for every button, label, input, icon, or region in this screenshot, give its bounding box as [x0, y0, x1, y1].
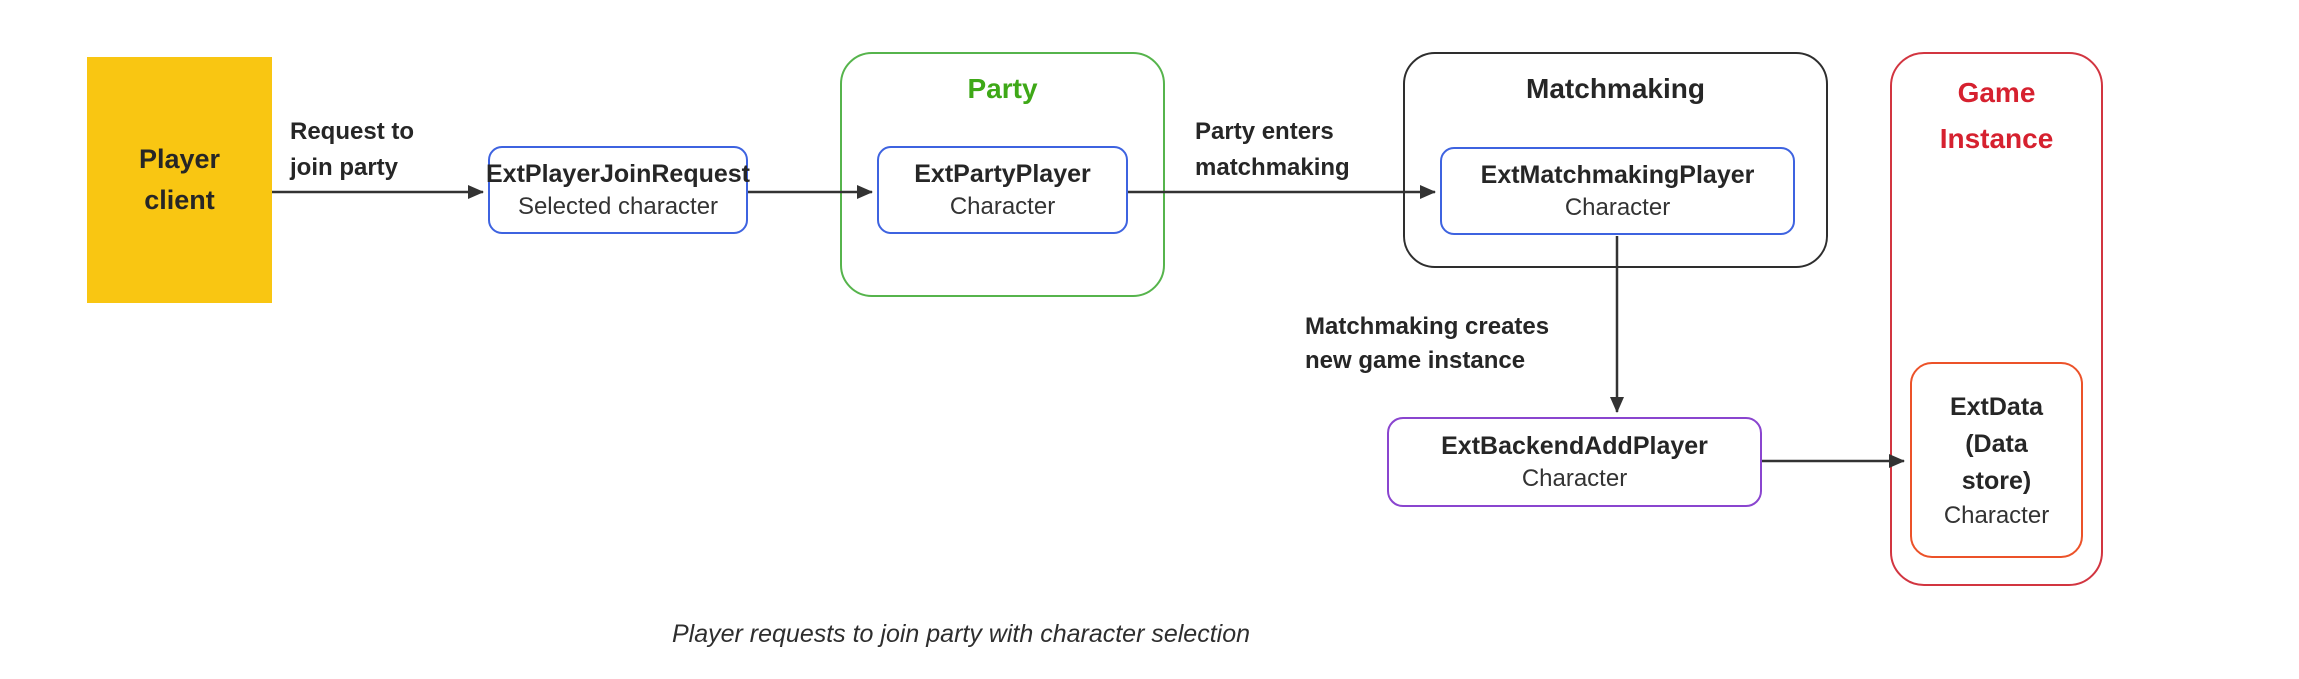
party-enters-line2: matchmaking — [1195, 154, 1350, 181]
ext-party-player-title: ExtPartyPlayer — [914, 160, 1091, 188]
ext-backend-add-player-title: ExtBackendAddPlayer — [1441, 432, 1708, 460]
ext-data-line2: (Data — [1965, 429, 2028, 458]
ext-backend-add-player-subtitle: Character — [1521, 465, 1628, 492]
edge-label-request-to-join: Request to join party — [290, 114, 414, 186]
game-instance-title-line2: Instance — [1939, 123, 2054, 154]
ext-data-line1: ExtData — [1949, 392, 2044, 421]
edge-label-party-enters-matchmaking: Party enters matchmaking — [1195, 114, 1350, 186]
party-container-title: Party — [967, 73, 1038, 104]
party-enters-line1: Party enters — [1195, 118, 1334, 145]
ext-matchmaking-player-title: ExtMatchmakingPlayer — [1480, 161, 1755, 189]
matchmaking-container-title: Matchmaking — [1526, 73, 1705, 104]
node-ext-player-join-request: ExtPlayerJoinRequest Selected character — [486, 146, 750, 234]
player-client-line1: Player — [138, 144, 221, 174]
matchmaking-creates-line1: Matchmaking creates — [1305, 313, 1550, 340]
edge-label-matchmaking-creates: Matchmaking creates new game instance — [1305, 310, 1549, 378]
node-ext-data: ExtData (Data store) Character — [1910, 362, 2083, 558]
ext-player-join-request-subtitle: Selected character — [517, 193, 719, 220]
ext-party-player-subtitle: Character — [949, 193, 1056, 220]
player-client-line2: client — [144, 185, 215, 215]
node-player-client: Player client — [87, 57, 272, 303]
matchmaking-container: Matchmaking — [1403, 52, 1828, 268]
party-container: Party — [840, 52, 1165, 297]
game-instance-title-line1: Game — [1957, 77, 2036, 108]
ext-data-subtitle: Character — [1943, 501, 2050, 529]
request-to-join-line2: join party — [290, 154, 399, 181]
ext-data-line3: store) — [1961, 466, 2032, 495]
node-ext-matchmaking-player: ExtMatchmakingPlayer Character — [1440, 147, 1795, 235]
matchmaking-creates-line2: new game instance — [1305, 347, 1526, 374]
node-ext-backend-add-player: ExtBackendAddPlayer Character — [1387, 417, 1762, 507]
request-to-join-line1: Request to — [290, 118, 415, 145]
game-instance-container: Game Instance — [1890, 52, 2103, 586]
diagram-caption: Player requests to join party with chara… — [671, 620, 1251, 648]
node-ext-party-player: ExtPartyPlayer Character — [877, 146, 1128, 234]
ext-matchmaking-player-subtitle: Character — [1564, 194, 1671, 221]
ext-player-join-request-title: ExtPlayerJoinRequest — [486, 160, 750, 188]
